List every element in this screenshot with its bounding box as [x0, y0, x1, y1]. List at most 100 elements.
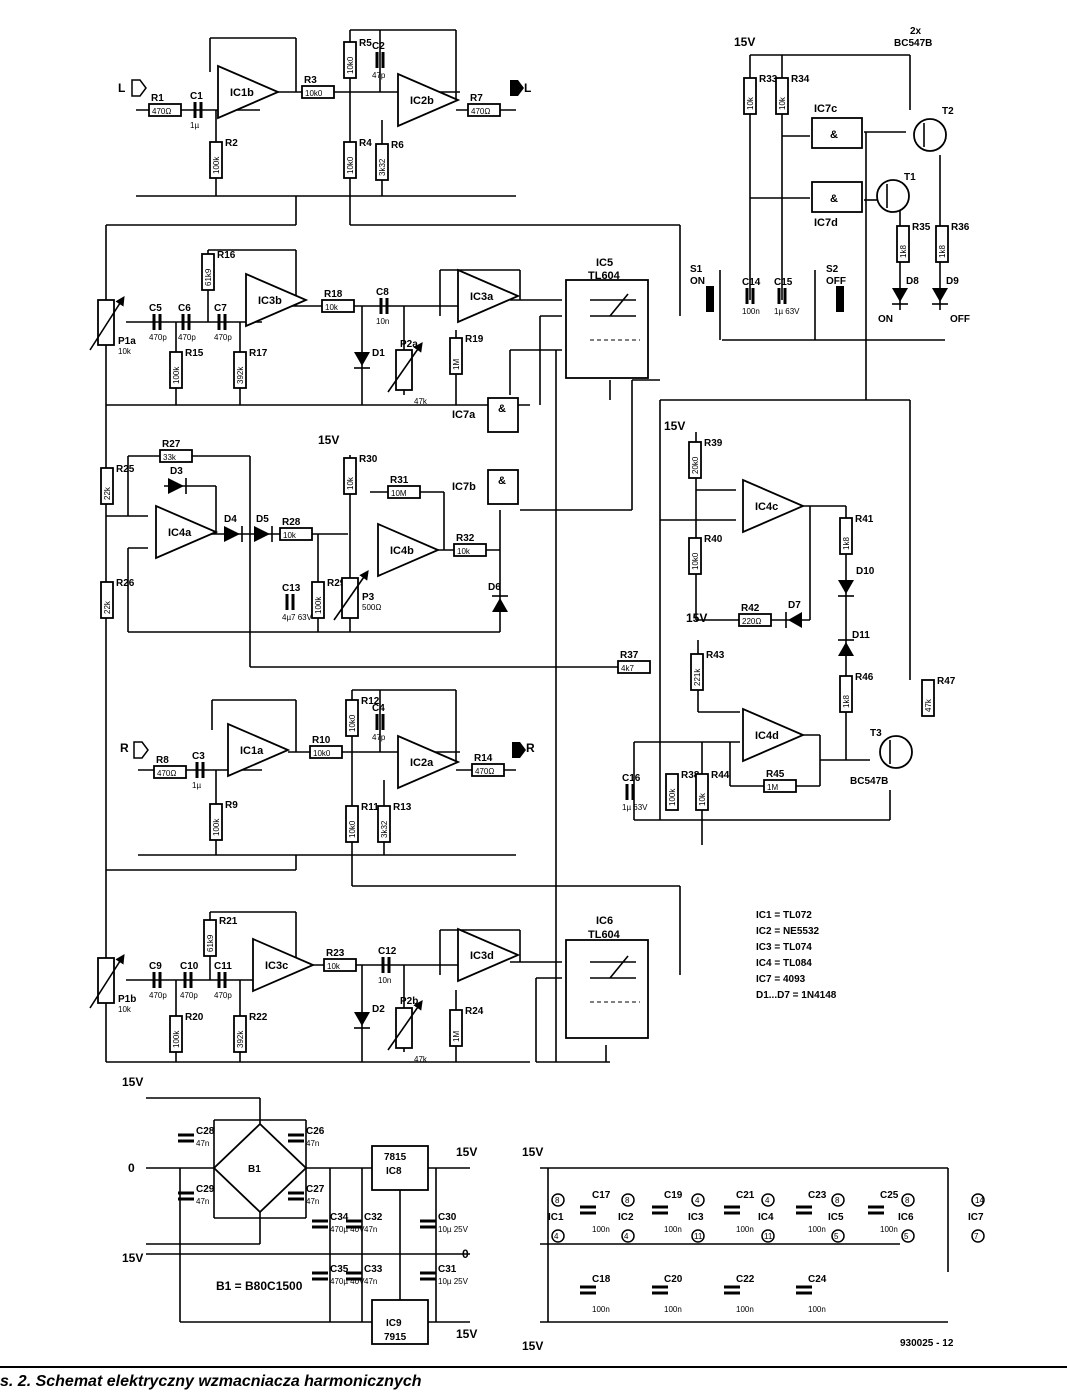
svg-text:D7: D7 [788, 600, 801, 611]
capacitor-ref: C29 [196, 1184, 215, 1195]
resistor-value: 22k [103, 600, 112, 614]
capacitor-ref: C2 [372, 41, 385, 52]
pin-number: 5 [834, 1232, 839, 1241]
capacitor-ref: C6 [178, 303, 191, 314]
capacitor-ref: C10 [180, 961, 199, 972]
ic7b-label: IC7b [452, 481, 476, 493]
capacitor-value: 1µ 63V [622, 803, 648, 812]
svg-text:&: & [498, 403, 506, 415]
transistor-t3: T3 BC547B [850, 728, 913, 787]
capacitor-c3: C3 1µ [192, 751, 205, 790]
switch-s1: S1 ON [690, 264, 714, 312]
resistor-value: 10k [346, 476, 355, 490]
svg-text:D6: D6 [488, 582, 501, 593]
s2-label: S2 [826, 264, 839, 275]
ic-name: IC5 [828, 1212, 844, 1223]
capacitor-value: 10n [376, 317, 389, 326]
resistor-ref: R12 [361, 696, 380, 707]
capacitor-ref: C35 [330, 1264, 349, 1275]
s1-on-label: ON [690, 276, 705, 287]
svg-text:IC8: IC8 [386, 1166, 402, 1177]
ic7d-gate: & IC7d [811, 181, 863, 229]
svg-text:D3: D3 [170, 466, 183, 477]
capacitor-ref: C7 [214, 303, 227, 314]
ic7c-label: IC7c [814, 103, 837, 115]
t3-type: BC547B [850, 776, 888, 787]
resistor-ref: R46 [855, 672, 874, 683]
resistor-ref: R17 [249, 348, 268, 359]
opamp-label: IC4a [168, 527, 192, 539]
svg-text:D2: D2 [372, 1004, 385, 1015]
output-r-label: R [526, 741, 535, 755]
resistor-value: 10k0 [348, 820, 357, 838]
opamp-ic4b: IC4b [377, 522, 441, 578]
opamp-label: IC2b [410, 95, 434, 107]
resistor-ref: R4 [359, 138, 372, 149]
pin-number: 8 [625, 1196, 630, 1205]
resistor-value: 33k [163, 453, 177, 462]
ic4c-supply-label: 15V [664, 419, 685, 433]
resistor-ref: R3 [304, 75, 317, 86]
capacitor-ref: C20 [664, 1274, 683, 1285]
parts-list-item: IC4 = TL084 [756, 958, 812, 969]
pin-number: 11 [694, 1232, 703, 1241]
resistor-value: 1k8 [938, 245, 947, 258]
capacitor-value: 100n [808, 1305, 826, 1314]
resistor-ref: R14 [474, 753, 493, 764]
resistor-value: 100k [668, 788, 677, 806]
ic6-type: TL604 [588, 929, 621, 941]
resistor-value: 4k7 [621, 664, 634, 673]
ic7c-gate: & IC7c [811, 103, 863, 149]
p2a-ref: P2a [400, 339, 418, 350]
capacitor-value: 100n [736, 1305, 754, 1314]
parts-list-item: IC3 = TL074 [756, 942, 812, 953]
p1a-ref: P1a [118, 336, 136, 347]
transistor-t2: T2 [913, 106, 954, 152]
resistor-value: 10k0 [346, 56, 355, 74]
resistor-ref: R37 [620, 650, 639, 661]
capacitor-ref: C16 [622, 773, 641, 784]
resistor-value: 470Ω [157, 769, 176, 778]
connector-arrows [131, 79, 526, 759]
opamp-ic2a: IC2a [397, 734, 461, 790]
capacitor-value: 100n [592, 1305, 610, 1314]
resistor-value: 10k [283, 531, 297, 540]
resistor-value: 10k [698, 792, 707, 806]
capacitor-value: 1µ [192, 781, 201, 790]
resistor-value: 470Ω [152, 107, 171, 116]
resistor-ref: R8 [156, 755, 169, 766]
d8-on-label: ON [878, 314, 893, 325]
resistor-ref: R21 [219, 916, 238, 927]
capacitor-ref: C21 [736, 1190, 755, 1201]
opamp-label: IC3b [258, 295, 282, 307]
ic-name: IC7 [968, 1212, 984, 1223]
p3-val: 500Ω [362, 603, 381, 612]
resistor-value: 100k [172, 1030, 181, 1048]
capacitor-layer: C11µC247pC5470pC6470pC7470pC810nC31µC447… [149, 41, 800, 1000]
diode-d7: D7 [785, 600, 802, 628]
out-plus-label: 15V [456, 1145, 477, 1159]
svg-text:7815: 7815 [384, 1152, 407, 1163]
resistor-value: 100k [212, 156, 221, 174]
capacitor-ref: C3 [192, 751, 205, 762]
opamp-ic4c: IC4c [742, 478, 806, 534]
